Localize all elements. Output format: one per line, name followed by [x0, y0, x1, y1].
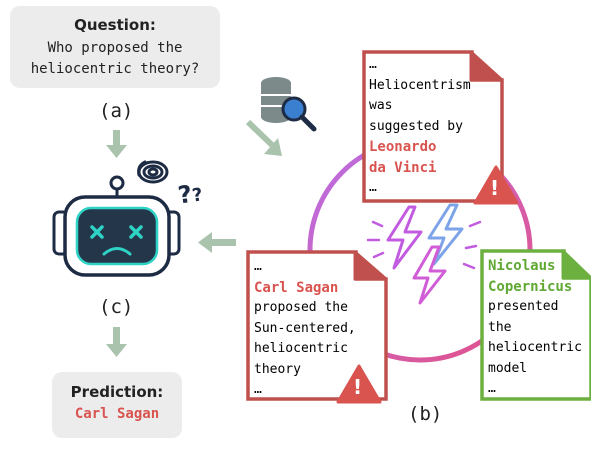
doc-line: presented	[488, 299, 559, 314]
arrow-docs-to-robot	[198, 232, 236, 253]
doc-ellipsis: …	[488, 381, 496, 396]
question-text: Who proposed the heliocentric theory?	[18, 38, 212, 80]
doc-entity: Carl Sagan	[254, 279, 339, 296]
arrow-robot-to-prediction	[106, 327, 127, 357]
dizzy-swirl-icon	[137, 160, 169, 184]
doc-line: theory	[254, 361, 301, 377]
arrow-retrieval-to-docs	[245, 119, 282, 156]
question-title: Question:	[74, 16, 156, 34]
document-sagan-text: … Carl Sagan proposed the Sun-centered, …	[254, 257, 356, 401]
warning-icon	[336, 364, 382, 404]
question-line: Who proposed the	[47, 40, 183, 56]
doc-line: …	[369, 57, 377, 72]
prediction-box: Prediction: Carl Sagan	[52, 372, 182, 438]
doc-line: heliocentric	[254, 341, 348, 356]
document-sagan	[246, 250, 388, 404]
label-b: (b)	[408, 403, 443, 425]
warning-icon	[473, 165, 519, 205]
question-line: heliocentric theory?	[30, 61, 200, 77]
doc-line: the	[488, 319, 512, 335]
doc-line: heliocentric	[488, 340, 582, 355]
doc-ellipsis: …	[369, 180, 377, 195]
prediction-title: Prediction:	[70, 383, 164, 401]
question-marks: ??	[176, 179, 205, 210]
label-c: (c)	[99, 296, 134, 318]
warning-mark: !	[353, 375, 363, 399]
warning-mark: !	[490, 176, 500, 200]
doc-line: proposed the	[254, 300, 348, 315]
confused-robot-icon	[52, 175, 181, 277]
lightning-conflict-icon	[366, 203, 482, 305]
doc-entity: Copernicus	[488, 278, 573, 295]
doc-line: suggested by	[369, 118, 463, 134]
doc-line: Sun-centered,	[254, 320, 356, 336]
document-copernicus	[480, 249, 591, 401]
database-search-icon	[261, 77, 317, 132]
doc-line: model	[488, 360, 528, 376]
document-leonardo	[362, 50, 519, 205]
arrow-question-to-robot	[106, 130, 127, 158]
doc-ellipsis: …	[254, 382, 262, 397]
document-leonardo-text: … Heliocentrism was suggested by Leonard…	[369, 55, 471, 199]
question-box: Question: Who proposed the heliocentric …	[10, 6, 220, 88]
doc-line: Heliocentrism	[369, 77, 471, 93]
document-copernicus-text: Nicolaus Copernicus presented the helioc…	[488, 256, 582, 400]
doc-ellipsis: …	[254, 259, 262, 274]
doc-entity: Nicolaus	[488, 258, 556, 274]
doc-line: was	[369, 98, 393, 113]
doc-entity: da Vinci	[369, 159, 437, 176]
doc-entity: Leonardo	[369, 139, 437, 155]
label-a: (a)	[99, 100, 134, 122]
prediction-value: Carl Sagan	[74, 406, 160, 422]
